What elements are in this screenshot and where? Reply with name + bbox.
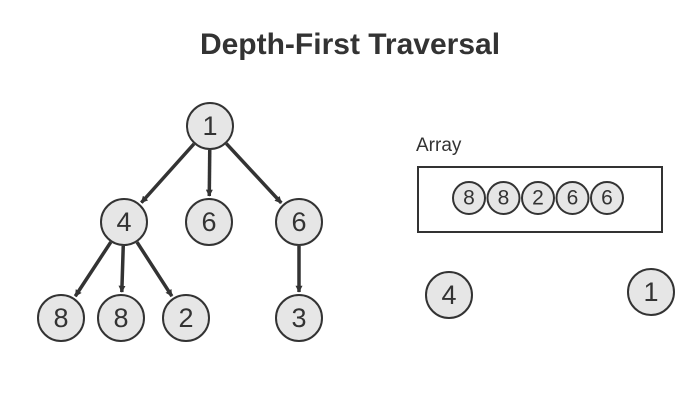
tree-node-n4: 4	[100, 198, 148, 246]
tree-node-n4-circle	[100, 198, 148, 246]
tree-node-n2: 2	[162, 294, 210, 342]
array-item-0: 8	[452, 181, 486, 215]
array-box	[417, 166, 663, 233]
tree-node-n8b: 8	[97, 294, 145, 342]
tree-node-n6b-circle	[275, 198, 323, 246]
tree-node-n1: 1	[186, 102, 234, 150]
tree-node-n3: 3	[275, 294, 323, 342]
edge-n4-n8a	[73, 241, 113, 298]
tree-node-n6a-label: 6	[201, 207, 216, 237]
array-item-2: 2	[521, 181, 555, 215]
array-item-3: 6	[555, 181, 590, 215]
array-item-2-circle	[521, 181, 555, 215]
array-item-2-label: 2	[532, 187, 544, 210]
diagram-title: Depth-First Traversal	[199, 28, 501, 61]
loose-node-loose-4: 4	[425, 271, 473, 319]
tree-node-n6a: 6	[185, 198, 233, 246]
tree-node-n8b-label: 8	[113, 303, 128, 333]
tree-node-n1-circle	[186, 102, 234, 150]
loose-node-loose-1-label: 1	[643, 277, 658, 307]
edge-n4-n8b	[118, 245, 126, 293]
array-item-1-circle	[486, 181, 521, 215]
tree-node-n6a-circle	[185, 198, 233, 246]
tree-node-n3-label: 3	[291, 303, 306, 333]
tree-node-n8a-label: 8	[53, 303, 68, 333]
tree-node-n8a: 8	[37, 294, 85, 342]
array-item-3-circle	[555, 181, 590, 215]
tree-node-n1-label: 1	[202, 111, 217, 141]
tree-node-n8a-circle	[37, 294, 85, 342]
loose-node-loose-1: 1	[627, 268, 675, 316]
edge-n4-n2	[135, 241, 174, 298]
tree-node-n2-circle	[162, 294, 210, 342]
array-item-4-circle	[590, 181, 624, 215]
edge-n1-n6b	[225, 142, 283, 205]
array-item-0-label: 8	[463, 187, 475, 210]
array-item-3-label: 6	[567, 187, 579, 210]
array-item-4: 6	[590, 181, 624, 215]
array-item-4-label: 6	[601, 187, 613, 210]
array-item-1-label: 8	[498, 187, 510, 210]
loose-node-loose-4-circle	[425, 271, 473, 319]
tree-node-n6b: 6	[275, 198, 323, 246]
array-item-0-circle	[452, 181, 486, 215]
tree-node-n2-label: 2	[178, 303, 193, 333]
tree-node-n3-circle	[275, 294, 323, 342]
array-label: Array	[416, 135, 462, 156]
array-item-1: 8	[486, 181, 521, 215]
loose-node-loose-4-label: 4	[441, 280, 456, 310]
loose-node-loose-1-circle	[627, 268, 675, 316]
tree-node-n8b-circle	[97, 294, 145, 342]
edge-n1-n4	[140, 142, 196, 204]
tree-node-n6b-label: 6	[291, 207, 306, 237]
tree-node-n4-label: 4	[116, 207, 131, 237]
